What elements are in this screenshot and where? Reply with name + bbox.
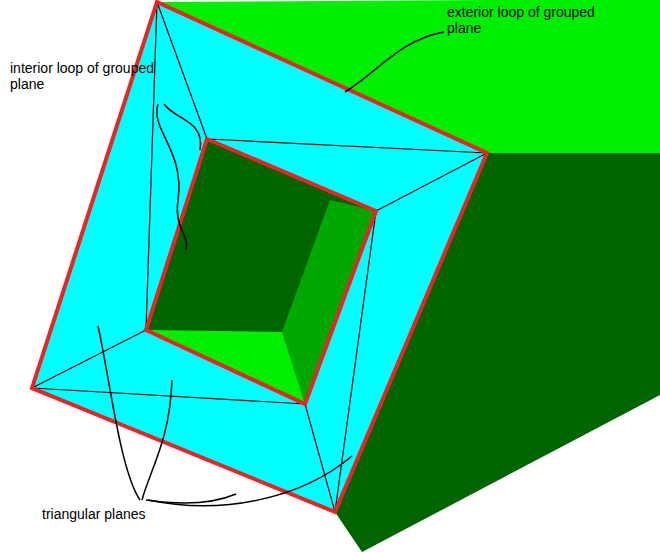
- hole-back: [146, 139, 376, 404]
- exterior-loop: [32, 2, 487, 512]
- leader-lines: [98, 32, 444, 506]
- front-face: [32, 2, 487, 512]
- callout-label: triangular planes: [42, 506, 202, 522]
- callout-label: interior loop of grouped plane: [10, 60, 175, 92]
- callout-label: exterior loop of grouped plane: [447, 4, 597, 36]
- interior-loop: [146, 139, 376, 404]
- triangle-edges: [32, 2, 487, 512]
- hole-right-wall: [282, 200, 376, 404]
